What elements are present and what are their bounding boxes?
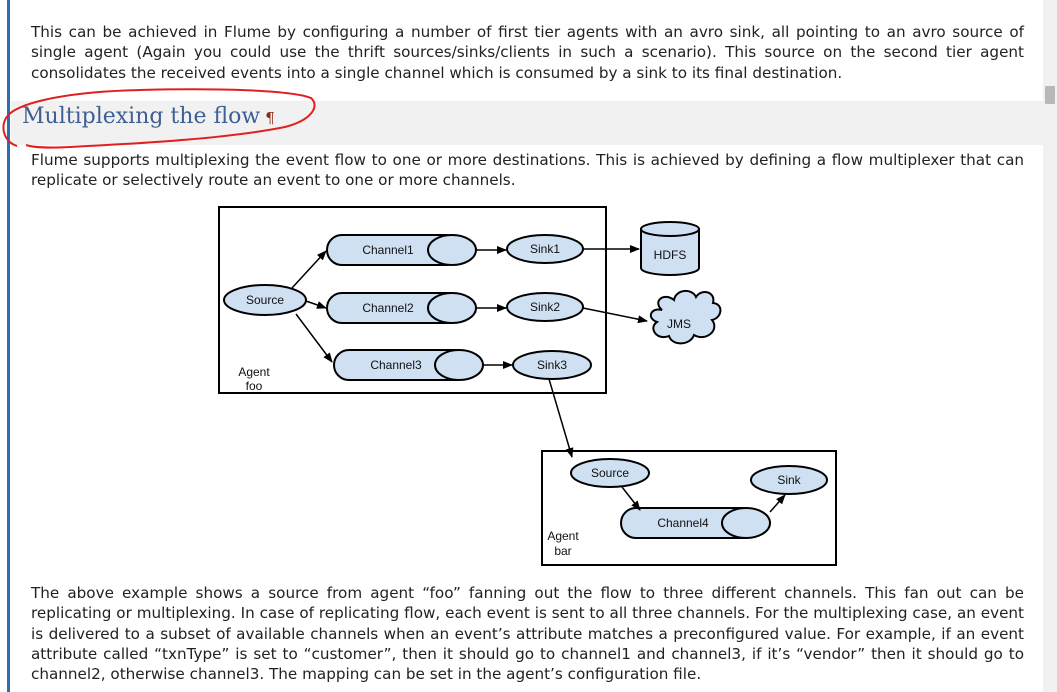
sink2-label: Sink2 (530, 300, 560, 314)
flow-arrows (291, 245, 786, 513)
agent-bar-label-2: bar (554, 544, 571, 558)
intro-paragraph: This can be achieved in Flume by configu… (31, 23, 1024, 82)
example-paragraph: The above example shows a source from ag… (31, 584, 1024, 684)
channel2-node: Channel2 (326, 292, 477, 324)
source-bar-label: Source (591, 466, 629, 480)
arrow-source-channel1 (291, 250, 327, 289)
flow-diagram: Agent foo Source Channel1 Channel2 Chann… (218, 206, 837, 566)
arrow-sink2-jms (582, 307, 648, 324)
channel2-label: Channel2 (362, 301, 414, 315)
section-heading: Multiplexing the flow¶ (22, 102, 275, 133)
multiplexing-paragraph: Flume supports multiplexing the event fl… (31, 151, 1024, 190)
jms-label: JMS (667, 317, 691, 331)
jms-node: JMS (649, 290, 722, 345)
hdfs-node: HDFS (640, 221, 700, 276)
sink-bar-node (750, 465, 828, 495)
channel4-node: Channel4 (620, 507, 771, 539)
left-border-rule (7, 0, 10, 692)
sink-bar-label: Sink (777, 473, 801, 487)
source-bar-node (570, 458, 650, 488)
channel3-label: Channel3 (370, 358, 422, 372)
sink1-label: Sink1 (530, 242, 560, 256)
section-anchor-link[interactable]: ¶ (265, 109, 275, 127)
channel4-label: Channel4 (657, 516, 709, 530)
section-header-band (11, 101, 1043, 145)
red-circle-annotation (2, 88, 316, 149)
vertical-scrollbar[interactable] (1043, 0, 1057, 692)
arrow-sink3-source-bar (548, 378, 574, 458)
channel1-node: Channel1 (326, 234, 477, 266)
agent-bar-label-1: Agent (547, 529, 579, 543)
hdfs-label: HDFS (654, 248, 687, 262)
section-title-text: Multiplexing the flow (22, 104, 261, 129)
arrow-source-channel2 (305, 300, 327, 309)
agent-foo-label-2: foo (246, 379, 263, 393)
arrow-channel4-sink-bar (769, 494, 786, 513)
agent-foo-label-1: Agent (238, 365, 270, 379)
scrollbar-thumb[interactable] (1045, 86, 1055, 104)
annotation-stroke (2, 88, 316, 149)
channel3-node: Channel3 (333, 349, 484, 381)
sink3-label: Sink3 (537, 358, 567, 372)
sink3-node (512, 350, 592, 380)
source-foo-label: Source (246, 293, 284, 307)
channel1-label: Channel1 (362, 243, 414, 257)
source-foo-node (223, 284, 307, 316)
sink2-node (506, 292, 584, 322)
arrow-source-channel3 (295, 313, 333, 363)
arrow-source-bar-channel4 (621, 486, 641, 511)
